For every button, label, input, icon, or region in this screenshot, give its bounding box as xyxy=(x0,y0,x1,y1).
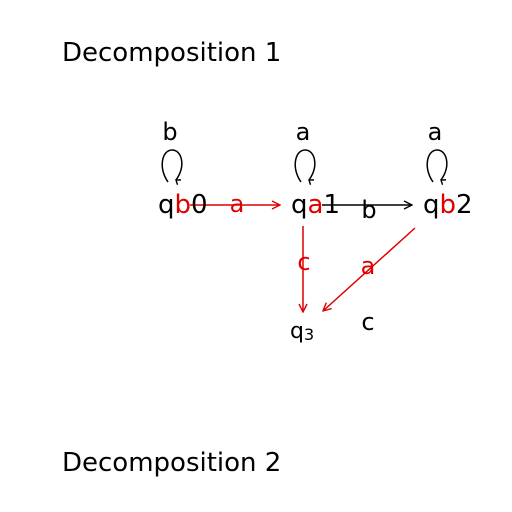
state-q1-prefix: q xyxy=(291,190,308,220)
state-q3-prefix: q xyxy=(290,319,304,344)
state-q1-suffix: 1 xyxy=(323,190,340,220)
transition-q2-q3-label: a xyxy=(361,252,376,280)
transition-q1-q2-label: b xyxy=(361,196,376,224)
state-q1: qa1 xyxy=(291,190,340,220)
state-q2-marker: b xyxy=(440,190,457,220)
state-q2-prefix: q xyxy=(423,190,440,220)
self-loop-q0 xyxy=(161,149,183,185)
decomposition-2-heading: Decomposition 2 xyxy=(62,448,282,478)
state-q2-suffix: 2 xyxy=(456,190,473,220)
state-q0: qb0 xyxy=(158,190,208,220)
self-loop-label-q0: b xyxy=(162,118,177,146)
decomposition-1-heading: Decomposition 1 xyxy=(62,38,282,68)
self-loop-label-q2: a xyxy=(428,118,443,146)
state-q2: qb2 xyxy=(423,190,473,220)
transition-q1-q3-label: c xyxy=(297,248,310,276)
state-q1-marker: a xyxy=(308,190,324,220)
state-q3: q3 xyxy=(290,319,314,344)
self-loop-q1 xyxy=(294,149,316,185)
transition-q0-q1-label: a xyxy=(230,190,245,218)
state-q0-marker: b xyxy=(175,190,192,220)
state-q0-prefix: q xyxy=(158,190,175,220)
state-q0-suffix: 0 xyxy=(191,190,208,220)
transition-q2-q3-arrow xyxy=(323,227,416,311)
state-q3-subscript: 3 xyxy=(304,325,314,344)
free-label-c: c xyxy=(361,308,374,336)
self-loop-label-q1: a xyxy=(296,118,311,146)
self-loop-q2 xyxy=(426,149,448,185)
